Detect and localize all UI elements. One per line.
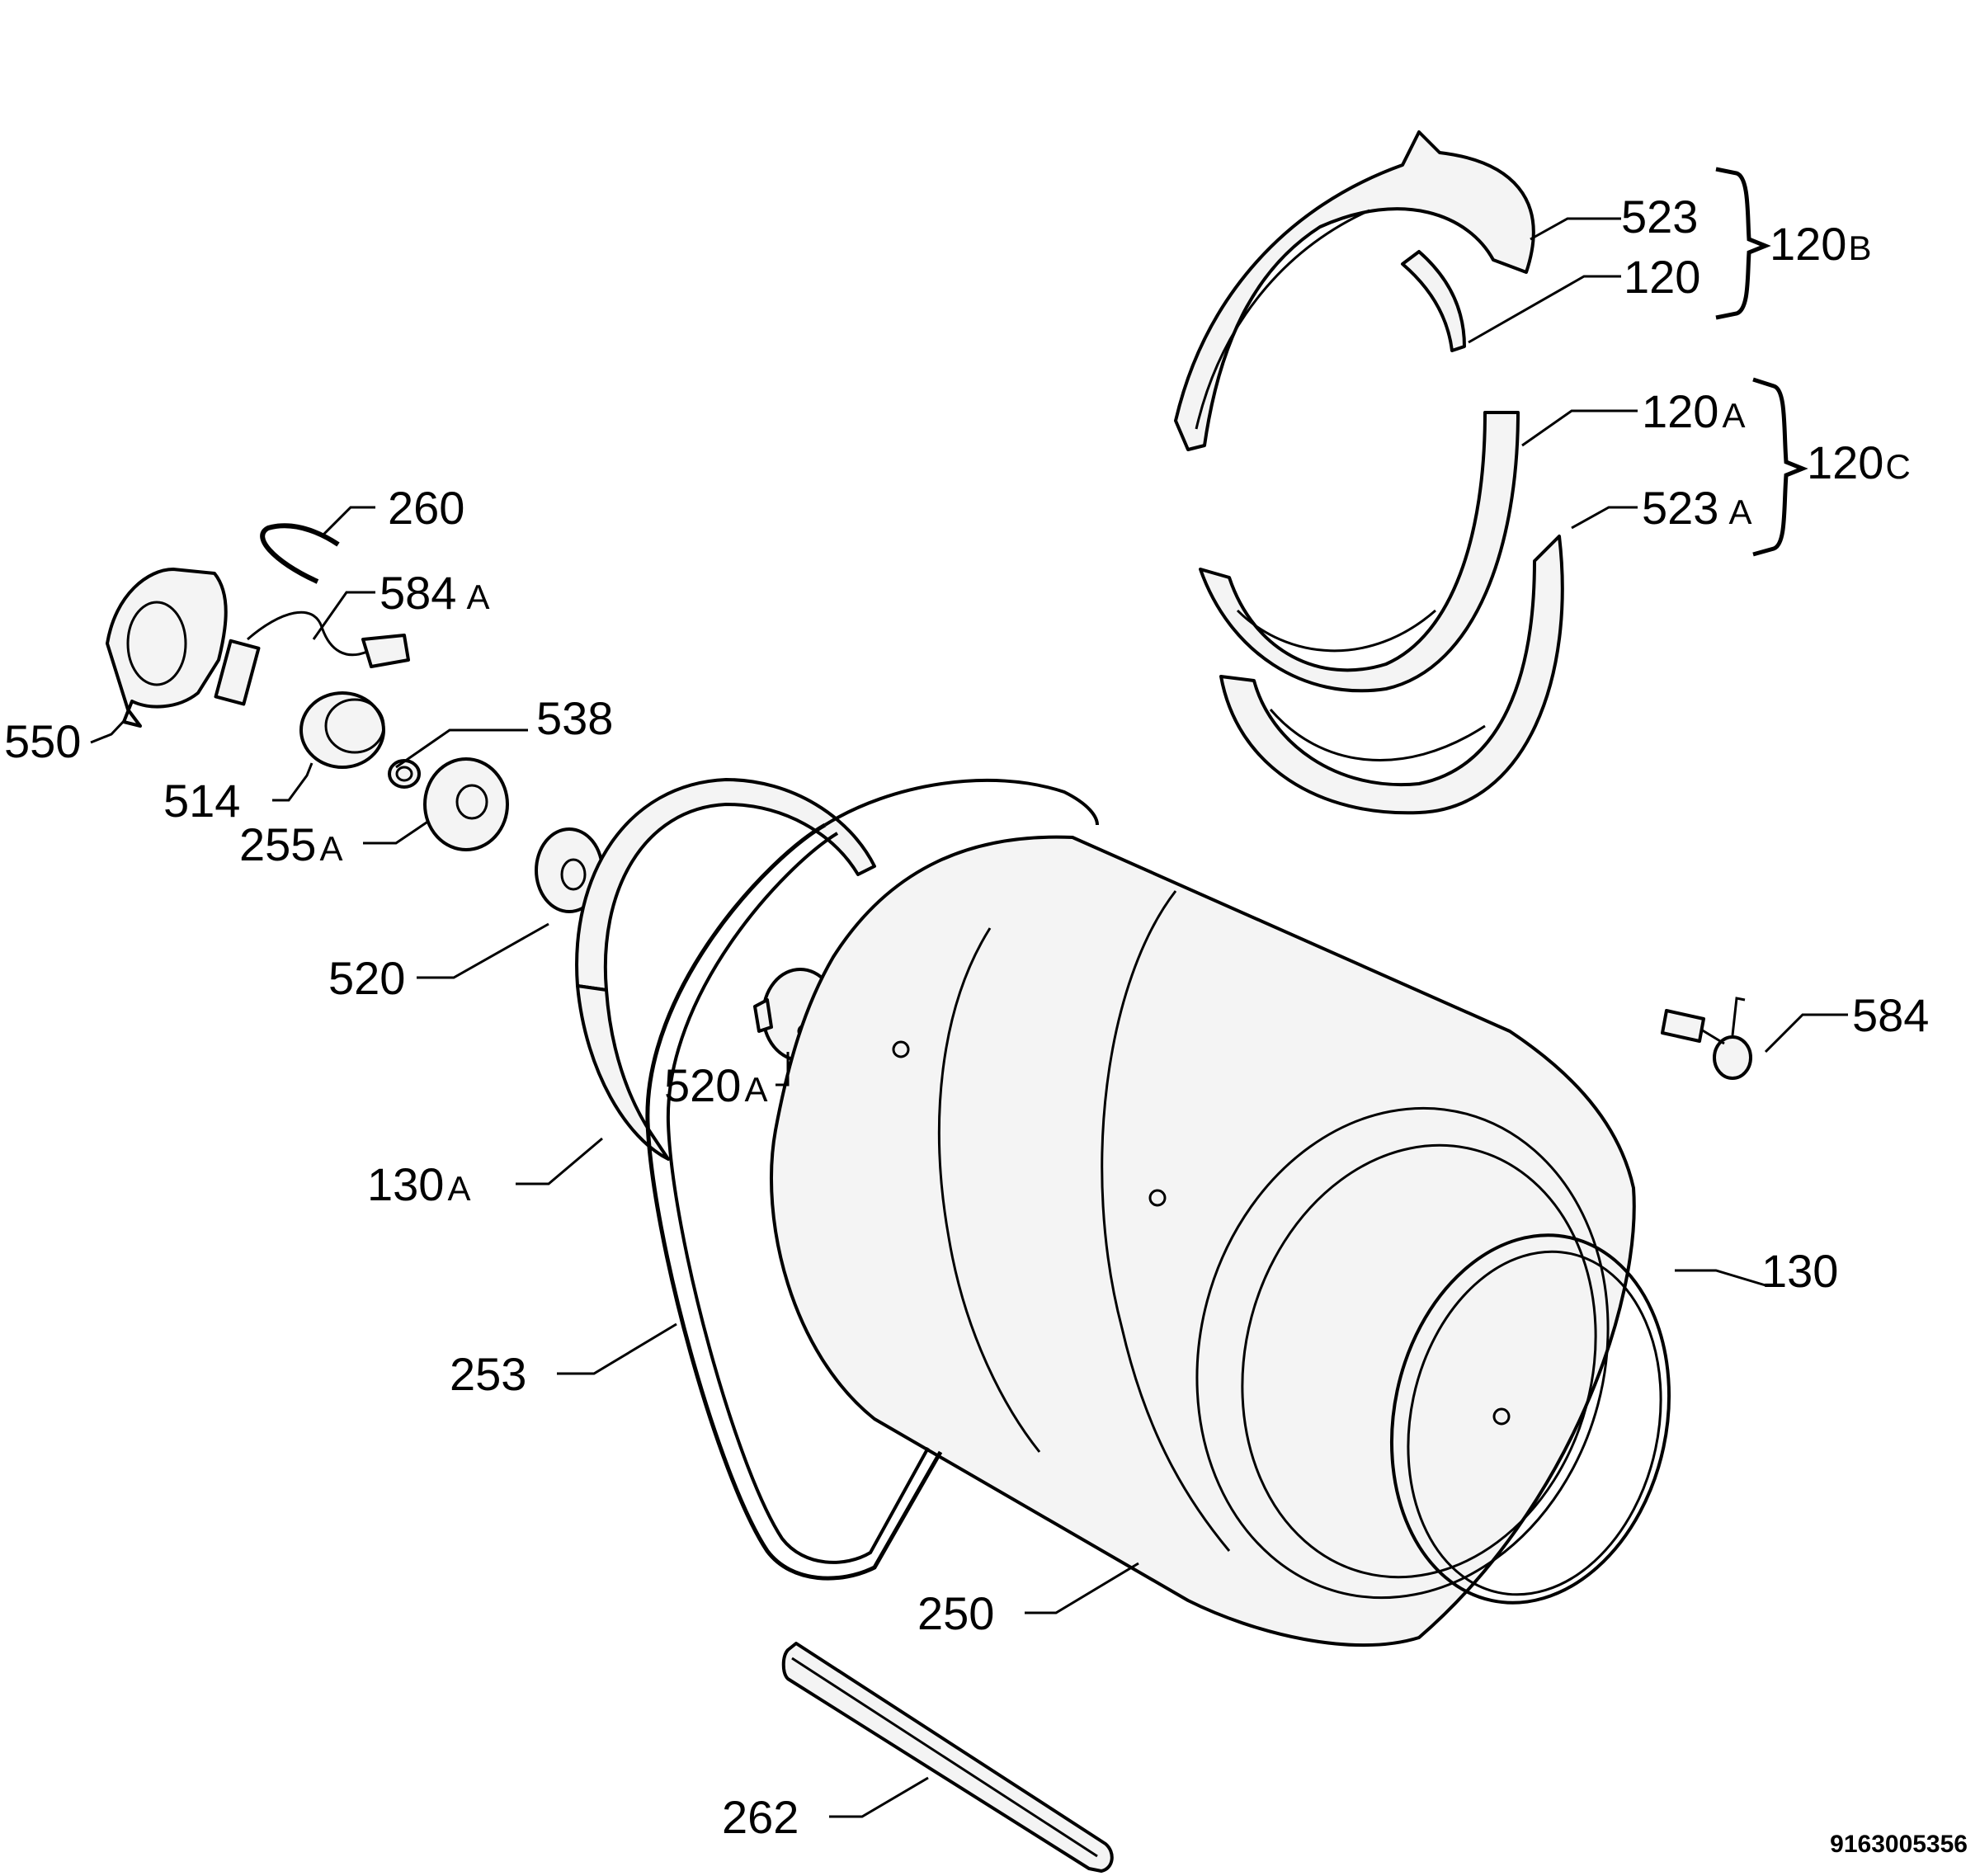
label-250: 250 [917, 1587, 994, 1639]
part-120A-filter-lower [1199, 411, 1520, 693]
label-120: 120 [1624, 251, 1700, 303]
label-120B: 120B [1770, 218, 1871, 270]
part-253-drive-belt [645, 778, 1099, 1581]
label-253: 253 [450, 1348, 526, 1400]
part-514-bearing-ring [299, 691, 385, 769]
part-584-sensor [1661, 997, 1752, 1080]
drawing-code: 9163005356 [1830, 1831, 1968, 1858]
label-584: 584 [1852, 989, 1929, 1041]
label-130A: 130A [367, 1158, 470, 1210]
part-538-washer [388, 759, 421, 789]
part-130A-rear-drum-ring [575, 778, 876, 1161]
part-255A-bearing-flange [423, 757, 509, 851]
label-120A: 120A [1642, 385, 1745, 437]
part-550-bearing-bracket [106, 568, 228, 728]
part-262-support-strip [781, 1642, 1114, 1873]
part-120-filter-upper [1401, 250, 1466, 352]
label-520A: 520A [664, 1059, 767, 1111]
part-250-drum-body [770, 835, 1636, 1647]
part-260-wire-clip [260, 523, 340, 584]
label-260: 260 [388, 482, 464, 534]
label-520: 520 [328, 952, 405, 1004]
leader-lines [90, 217, 1848, 1818]
label-550: 550 [4, 715, 81, 767]
label-255A: 255A [239, 818, 342, 870]
brace-120C [1752, 377, 1808, 557]
label-262: 262 [722, 1791, 799, 1843]
label-538: 538 [536, 692, 613, 744]
part-523-seal-upper [1174, 130, 1535, 451]
brace-120B [1715, 167, 1771, 320]
part-523A-seal-lower [1219, 535, 1564, 815]
label-120C: 120C [1807, 436, 1911, 488]
label-130: 130 [1761, 1245, 1838, 1297]
label-514: 514 [163, 775, 240, 827]
label-523: 523 [1621, 191, 1698, 243]
part-130-front-drum-ring [1389, 1233, 1671, 1605]
part-584A-sensor-with-wire [214, 610, 410, 706]
